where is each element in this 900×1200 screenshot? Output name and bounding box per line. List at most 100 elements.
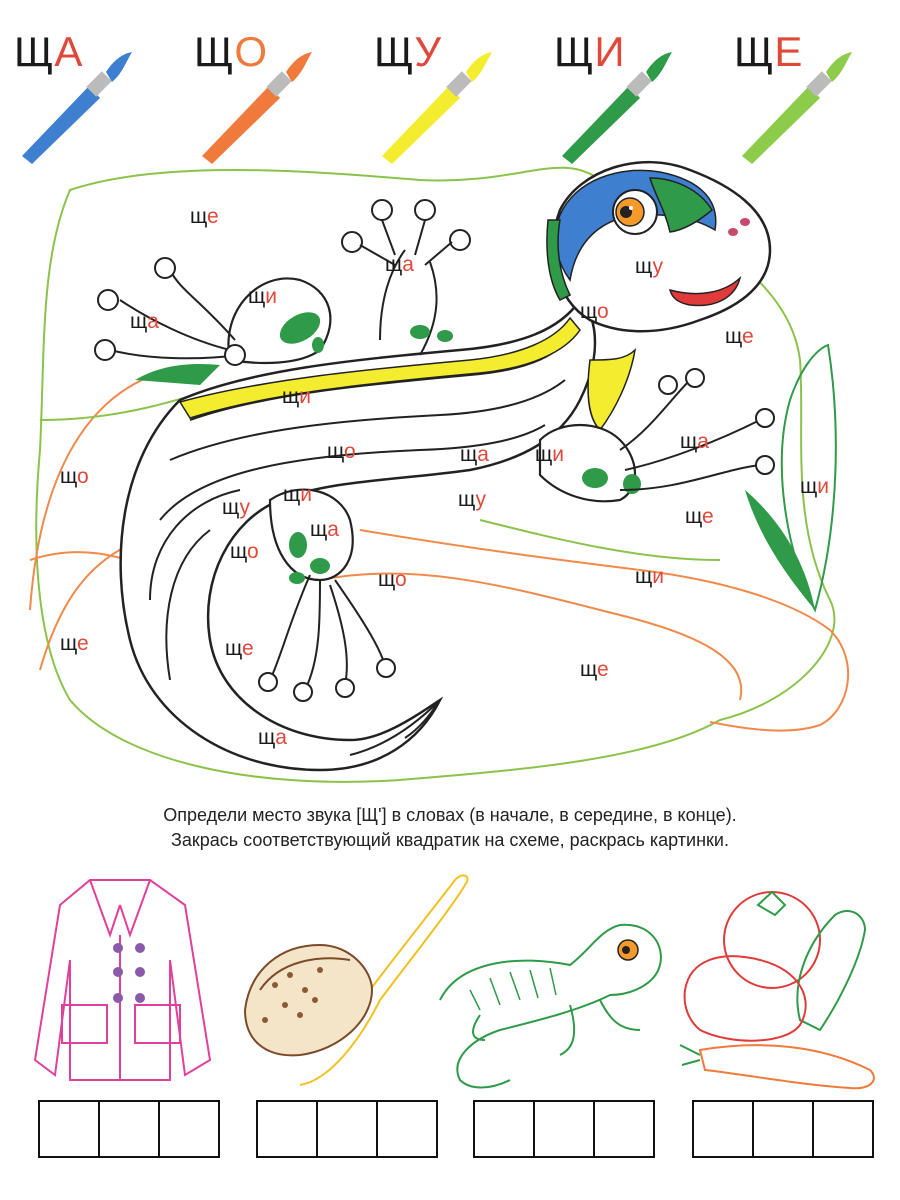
syllable-label: що (60, 465, 89, 488)
scheme-cell-end[interactable] (812, 1100, 874, 1158)
scheme-cell-end[interactable] (376, 1100, 438, 1158)
lizard-spot (289, 532, 307, 558)
word-scheme-3 (473, 1100, 655, 1158)
leaf-shape (135, 363, 220, 385)
legend-syllable: ЩУ (374, 28, 443, 75)
lizard-toe-pad (224, 344, 246, 366)
paintbrush-icon (22, 52, 132, 164)
lizard-body-stripe (149, 489, 241, 601)
lizard-nostril (740, 218, 750, 226)
background-region-outline (35, 166, 836, 783)
lizard-toe-pad (685, 368, 705, 388)
color-legend: ЩА ЩО ЩУ ЩИ ЩЕ (0, 0, 900, 164)
lizard-spot (582, 468, 608, 488)
lizard-tail-tip (349, 699, 441, 756)
coloring-scene (29, 161, 850, 783)
syllable-label: щи (800, 475, 830, 498)
scheme-cell-begin[interactable] (256, 1100, 318, 1158)
lizard-spot (279, 312, 321, 344)
lizard-toe-pad (341, 231, 363, 253)
legend-syllable: ЩИ (554, 28, 626, 75)
lizard-toe-pad (371, 199, 393, 221)
legend-item-sho: ЩО (194, 18, 344, 164)
syllable-label: щи (535, 443, 565, 466)
paintbrush-icon (742, 52, 852, 164)
syllable-label: ща (680, 430, 709, 453)
picture-row (33, 874, 875, 1090)
legend-syllable: ЩО (194, 28, 269, 75)
task-instructions: Определи место звука [Щ'] в словах (в на… (0, 803, 900, 853)
lizard-toes (359, 219, 453, 266)
syllable-label: ще (580, 658, 609, 681)
syllable-label: ще (190, 205, 219, 228)
leaf-shape (745, 490, 815, 610)
lizard-head-green (648, 177, 713, 233)
coat-icon (33, 879, 212, 1081)
paintbrush-icon (382, 52, 492, 164)
lizard-eye-pupil (620, 206, 632, 218)
lizard-upper-arm (379, 249, 438, 356)
paintbrush-icon (562, 52, 672, 164)
lizard-toe-pad (258, 672, 278, 692)
lizard-mouth (668, 275, 742, 307)
syllable-label: щу (635, 255, 664, 278)
lizard-spine (178, 316, 581, 419)
lizard-toe-pad (94, 339, 116, 361)
syllable-label: ще (225, 637, 254, 660)
syllable-label: ща (460, 443, 489, 466)
syllable-label: ща (385, 253, 414, 276)
scheme-cell-begin[interactable] (38, 1100, 100, 1158)
syllable-label: що (230, 540, 259, 563)
ground-line (319, 572, 743, 701)
lizard-toe-pad (658, 375, 678, 395)
scheme-cell-begin[interactable] (473, 1100, 535, 1158)
syllable-label: ща (130, 310, 159, 333)
leaf-shape (780, 343, 837, 613)
syllable-label: щи (635, 565, 665, 588)
syllable-label: ще (725, 325, 754, 348)
instruction-line-2: Закрась соответствующий квадратик на схе… (171, 830, 729, 850)
syllable-label: щи (282, 385, 312, 408)
lizard-body-stripe (159, 424, 546, 521)
legend-item-shi: ЩИ (554, 18, 704, 164)
syllable-label: ще (685, 505, 714, 528)
scheme-cell-middle[interactable] (752, 1100, 814, 1158)
lizard-toe-pad (755, 455, 775, 475)
lizard-head-green (546, 219, 572, 301)
scheme-cell-middle[interactable] (98, 1100, 160, 1158)
syllable-label: щу (458, 488, 487, 511)
syllable-label: ще (60, 632, 89, 655)
syllable-label: що (327, 440, 356, 463)
legend-item-sha: ЩА (14, 18, 164, 164)
syllable-label: щи (248, 285, 278, 308)
lizard-neck-yellow (587, 347, 637, 432)
scheme-cell-middle[interactable] (316, 1100, 378, 1158)
scheme-cell-begin[interactable] (692, 1100, 754, 1158)
scheme-cell-middle[interactable] (533, 1100, 595, 1158)
legend-item-she: ЩЕ (734, 18, 884, 164)
lizard-toe-pad (755, 408, 775, 428)
lizard-nostril (728, 228, 738, 236)
syllable-label: ща (310, 518, 339, 541)
lizard-back-arm (227, 277, 332, 365)
paintbrush-icon (202, 52, 312, 164)
lizard-toe-pad (335, 678, 355, 698)
lizard-eye-glint (629, 206, 633, 210)
scheme-cell-end[interactable] (158, 1100, 220, 1158)
lizard-spot (623, 474, 641, 494)
lizard-spot (437, 330, 453, 342)
instruction-line-1: Определи место звука [Щ'] в словах (в на… (163, 805, 737, 825)
ground-line (359, 529, 850, 732)
legend-item-shu: ЩУ (374, 18, 524, 164)
legend-syllable: ЩЕ (734, 28, 804, 75)
brush-icon (243, 874, 469, 1086)
scheme-cell-end[interactable] (593, 1100, 655, 1158)
syllable-label: щи (283, 483, 313, 506)
lizard-toe-pad (449, 229, 471, 251)
lizard-toes (269, 574, 386, 691)
lizard-body (119, 298, 597, 772)
lizard-spot (289, 572, 305, 584)
lizard-spot (410, 325, 430, 339)
lizard-toes (619, 379, 761, 491)
word-scheme-2 (256, 1100, 438, 1158)
